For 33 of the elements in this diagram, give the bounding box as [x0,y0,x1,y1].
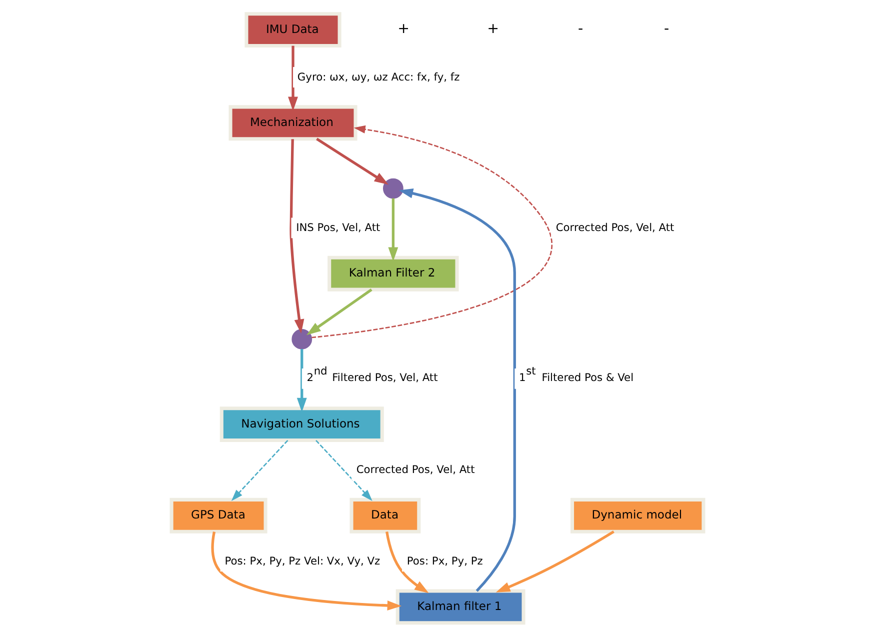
arrow [289,139,304,334]
edge-label: Pos: Px, Py, Pz [406,554,482,568]
arrow [311,125,552,338]
node-box: Dynamic model [570,498,705,534]
node-box: Navigation Solutions [219,406,384,442]
arrow [306,288,372,336]
node-box: Kalman filter 1 [395,589,525,625]
node-box: IMU Data [244,12,341,48]
node-circle [291,329,312,350]
arrow [385,531,428,594]
node-box: Kalman Filter 2 [327,256,458,292]
node-circle [382,178,403,199]
node-box: GPS Data [169,498,267,534]
node-box: Mechanization [228,105,357,141]
node-box: Data [349,498,420,534]
label: + [486,21,499,38]
edge-label: INS Pos, Vel, Att [296,221,380,234]
arrow [296,349,306,412]
arrow [230,440,288,501]
label: + [397,21,409,38]
arrow [210,532,402,610]
arrow [288,46,298,111]
label: - [664,21,669,38]
arrow [388,198,398,262]
edge-label: Pos: Px, Py, Pz Vel: Vx, Vy, Vz [224,554,380,568]
edge-label: Corrected Pos, Vel, Att [555,221,674,234]
arrow [495,530,614,592]
label: - [578,21,583,38]
arrow [398,188,516,592]
edge-label: Gyro: ωx, ωy, ωz Acc: fx, fy, fz [296,70,460,84]
arrow [315,440,372,501]
edge-label: Corrected Pos, Vel, Att [356,463,474,476]
arrow [316,138,388,185]
